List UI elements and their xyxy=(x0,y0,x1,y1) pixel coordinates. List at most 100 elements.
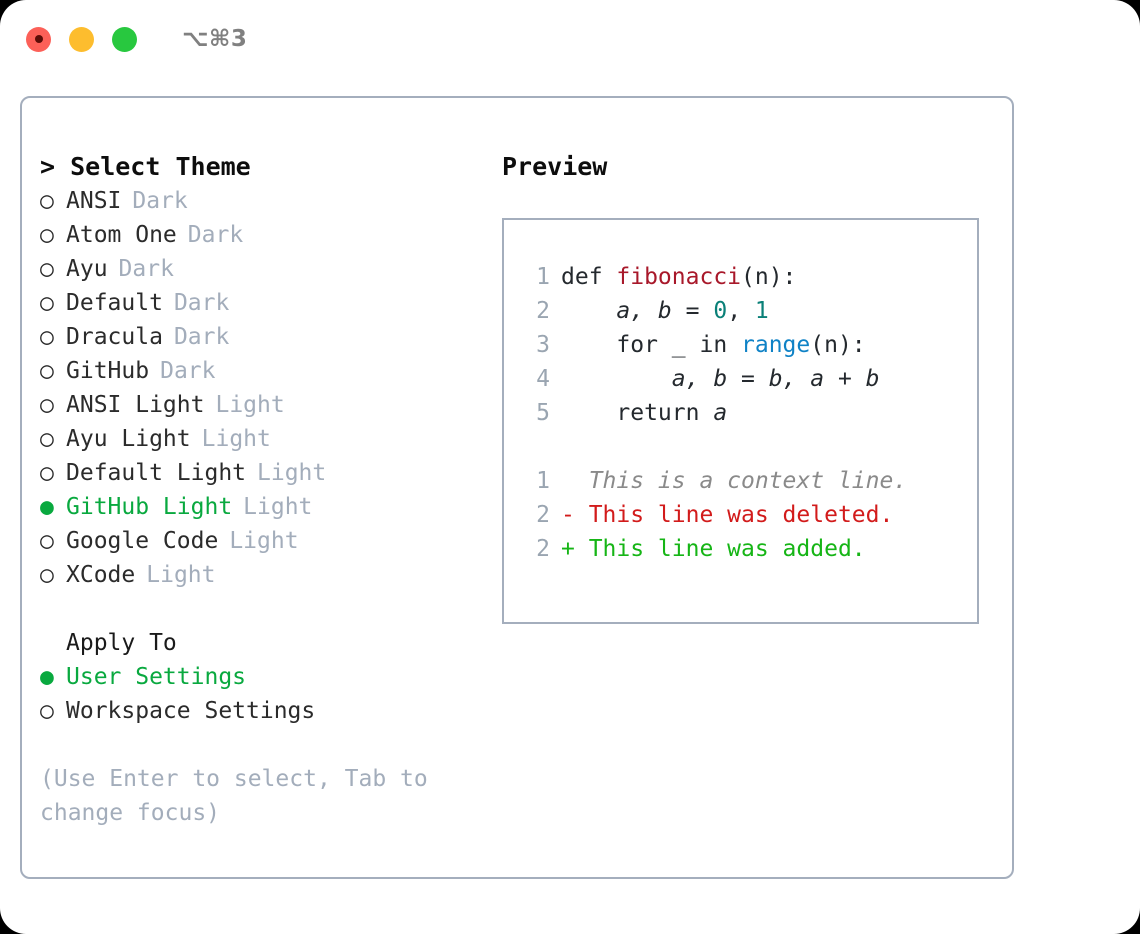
theme-item[interactable]: ○ Default Light Light xyxy=(40,456,502,490)
close-button[interactable] xyxy=(26,26,51,52)
theme-item-label: Atom One xyxy=(66,222,177,248)
code-line: 5 return a xyxy=(524,396,977,430)
radio-unselected-icon: ○ xyxy=(40,460,54,486)
apply-to-option-label: User Settings xyxy=(66,664,247,690)
apply-to-option-label: Workspace Settings xyxy=(66,698,316,724)
code-token: range xyxy=(741,332,811,358)
theme-item-variant-badge: Dark xyxy=(118,256,174,282)
code-token: a, b xyxy=(671,366,728,392)
theme-item[interactable]: ○ ANSI Light Light xyxy=(40,388,502,422)
theme-item[interactable]: ○ XCode Light xyxy=(40,558,502,592)
title-bar: ⌥⌘3 xyxy=(0,0,1140,78)
line-number: 1 xyxy=(536,468,550,494)
radio-unselected-icon: ○ xyxy=(40,188,54,214)
theme-item-label: GitHub xyxy=(66,358,150,384)
radio-unselected-icon: ○ xyxy=(40,324,54,350)
radio-unselected-icon: ○ xyxy=(40,528,54,554)
code-token: , xyxy=(727,298,755,324)
radio-unselected-icon: ○ xyxy=(40,562,54,588)
code-token: for _ in xyxy=(561,332,742,358)
theme-item[interactable]: ○ ANSI Dark xyxy=(40,184,502,218)
theme-item-label: Default xyxy=(66,290,163,316)
theme-item-variant-badge: Light xyxy=(229,528,299,554)
code-line: 4 a, b = b, a + b xyxy=(524,362,977,396)
code-token: a xyxy=(713,400,728,426)
minimize-button[interactable] xyxy=(69,26,94,52)
code-token: 0 xyxy=(713,298,728,324)
preview-heading: Preview xyxy=(502,152,608,181)
diff-line: 2 - This line was deleted. xyxy=(524,498,977,532)
diff-line-text: This is a context line. xyxy=(561,468,908,494)
diff-line: 1 This is a context line. xyxy=(524,464,977,498)
theme-item-variant-badge: Light xyxy=(243,494,313,520)
code-line-text: def fibonacci(n): xyxy=(561,260,796,294)
theme-item[interactable]: ○ Google Code Light xyxy=(40,524,502,558)
code-line-text: for _ in range(n): xyxy=(561,328,866,362)
theme-item-label: Default Light xyxy=(66,460,247,486)
line-number: 1 xyxy=(536,264,550,290)
radio-unselected-icon: ○ xyxy=(40,698,54,724)
theme-item-variant-badge: Dark xyxy=(173,290,230,316)
line-number: 3 xyxy=(536,332,550,358)
theme-item-label: Google Code xyxy=(66,528,219,554)
diff-line-text: - This line was deleted. xyxy=(561,502,894,528)
radio-unselected-icon: ○ xyxy=(40,256,54,282)
code-token xyxy=(561,366,672,392)
code-line: 2 a, b = 0, 1 xyxy=(524,294,977,328)
apply-to-option[interactable]: ●User Settings xyxy=(40,660,502,694)
line-number: 4 xyxy=(536,366,550,392)
theme-item[interactable]: ○ Default Dark xyxy=(40,286,502,320)
line-number: 5 xyxy=(536,400,550,426)
code-token: fibonacci xyxy=(616,264,742,290)
apply-to-option[interactable]: ○ Workspace Settings xyxy=(40,694,502,728)
code-token: b, a + b xyxy=(768,366,880,392)
radio-unselected-icon: ○ xyxy=(40,290,54,316)
theme-item-label: Ayu xyxy=(66,256,108,282)
theme-item-label: XCode xyxy=(66,562,136,588)
theme-item-label: ANSI xyxy=(66,188,122,214)
radio-unselected-icon: ○ xyxy=(40,426,54,452)
theme-item-label: ANSI Light xyxy=(66,392,205,418)
theme-item-variant-badge: Dark xyxy=(160,358,216,384)
code-line-text: return a xyxy=(561,396,727,430)
code-line-text: a, b = 0, 1 xyxy=(561,294,769,328)
theme-item-variant-badge: Dark xyxy=(132,188,188,214)
radio-unselected-icon: ○ xyxy=(40,392,54,418)
code-token: a, b xyxy=(616,298,672,324)
line-number: 2 xyxy=(536,298,550,324)
code-line-text: a, b = b, a + b xyxy=(561,362,880,396)
keyboard-hint-text: (Use Enter to select, Tab to change focu… xyxy=(40,766,442,826)
window-controls xyxy=(26,26,137,52)
theme-item-label: GitHub Light xyxy=(66,494,233,520)
theme-item-label: Dracula xyxy=(66,324,163,350)
select-theme-heading: > Select Theme xyxy=(40,152,251,181)
diff-sample: 1 This is a context line. 2 - This line wa… xyxy=(524,464,977,566)
theme-item-variant-badge: Light xyxy=(146,562,216,588)
code-token: def xyxy=(561,264,617,290)
maximize-button[interactable] xyxy=(112,26,137,52)
apply-to-list[interactable]: ●User Settings ○ Workspace Settings xyxy=(40,660,502,728)
keyboard-shortcut-label: ⌥⌘3 xyxy=(182,26,248,52)
radio-selected-icon: ● xyxy=(40,494,54,520)
theme-item[interactable]: ● GitHub Light Light xyxy=(40,490,502,524)
apply-to-heading: Apply To xyxy=(66,630,177,656)
line-number: 2 xyxy=(536,536,550,562)
theme-item-variant-badge: Dark xyxy=(187,222,244,248)
code-line: 1 def fibonacci(n): xyxy=(524,260,977,294)
code-token: 1 xyxy=(754,298,769,324)
theme-item-variant-badge: Light xyxy=(215,392,285,418)
theme-item[interactable]: ○ Ayu Dark xyxy=(40,252,502,286)
line-number: 2 xyxy=(536,502,550,528)
code-token: (n): xyxy=(810,332,866,358)
theme-item-variant-badge: Light xyxy=(257,460,327,486)
